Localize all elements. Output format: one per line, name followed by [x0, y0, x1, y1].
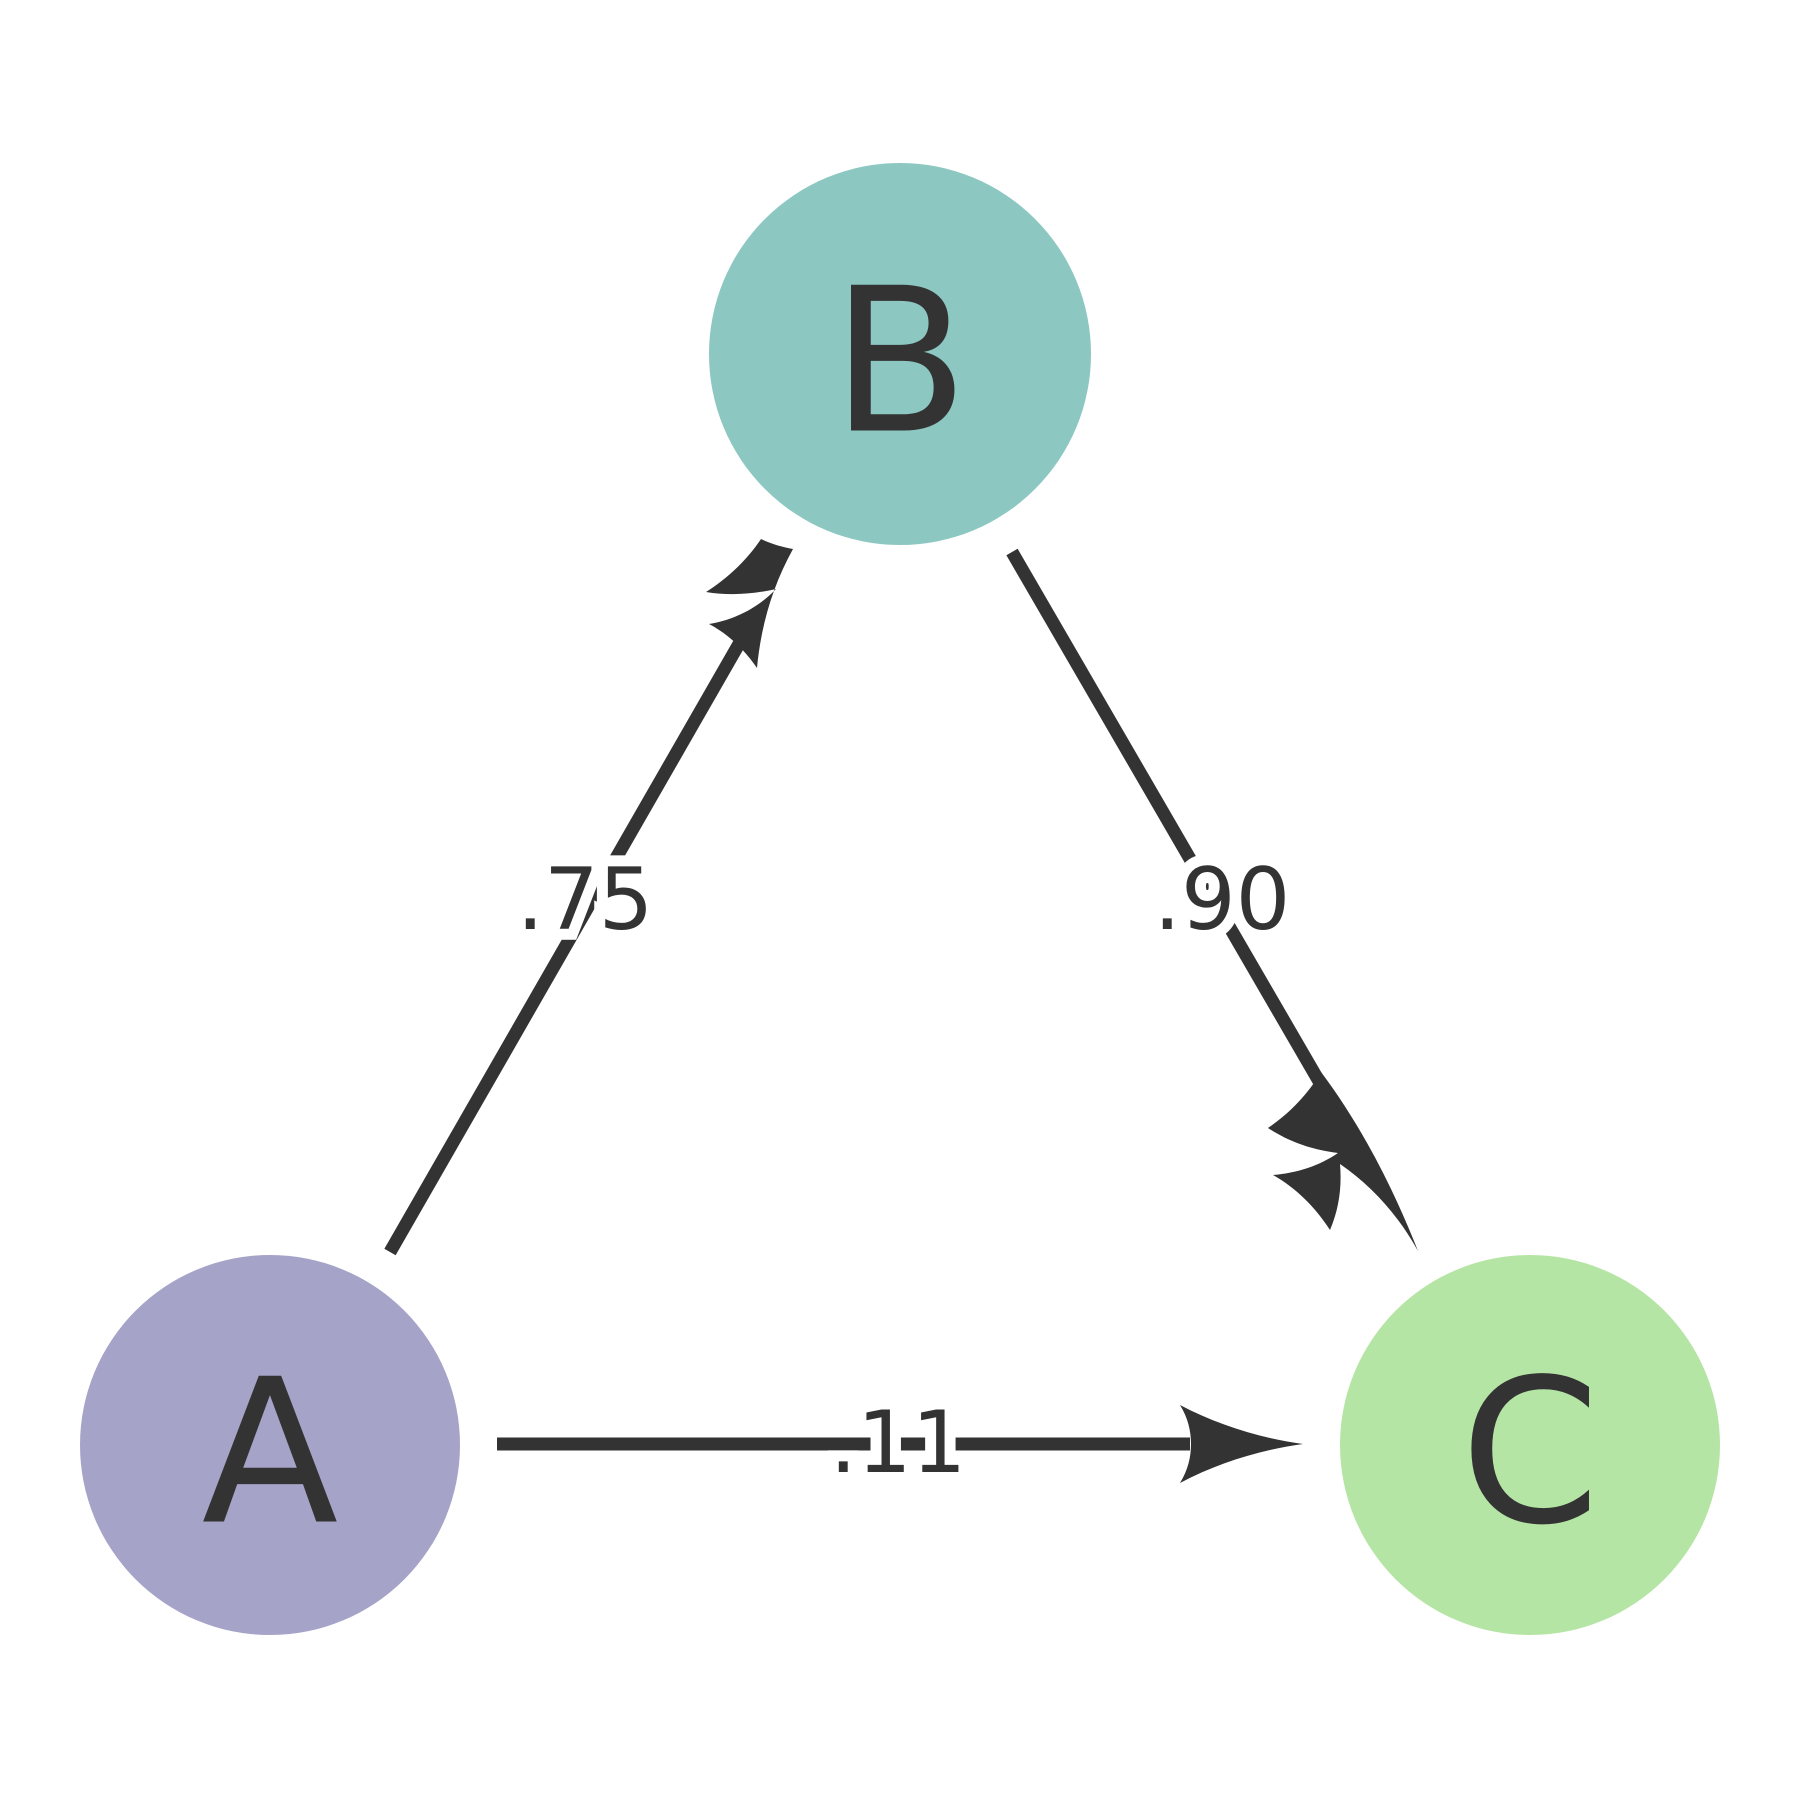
edge-a-to-b-line	[384, 612, 761, 1256]
node-a-label: A	[202, 1337, 339, 1570]
edge-label-a-to-c: .11	[830, 1393, 967, 1493]
node-c-label: C	[1460, 1337, 1600, 1570]
node-c-circle[interactable]	[1340, 1255, 1720, 1635]
node-b[interactable]: B	[709, 163, 1091, 545]
edge-b-to-c-arrowhead	[1268, 1072, 1418, 1251]
edge-a-to-b-arrowhead	[706, 539, 793, 668]
edge-label-a-to-b: .75	[517, 850, 654, 950]
edge-a-to-c-arrowhead	[1180, 1405, 1303, 1483]
edge-a-to-c[interactable]	[497, 1405, 1303, 1483]
edge-b-to-c-line	[1006, 548, 1384, 1187]
node-b-label: B	[831, 246, 968, 479]
node-c[interactable]: C	[1340, 1255, 1720, 1635]
edge-label-b-to-c: .90	[1154, 850, 1291, 950]
node-b-circle[interactable]	[709, 163, 1091, 545]
edge-labels: .75 .90 .11	[506, 839, 1302, 1504]
edge-b-to-c[interactable]	[1006, 548, 1418, 1251]
node-a-circle[interactable]	[80, 1255, 460, 1635]
node-a[interactable]: A	[80, 1255, 460, 1635]
edge-a-to-b[interactable]	[384, 539, 793, 1256]
